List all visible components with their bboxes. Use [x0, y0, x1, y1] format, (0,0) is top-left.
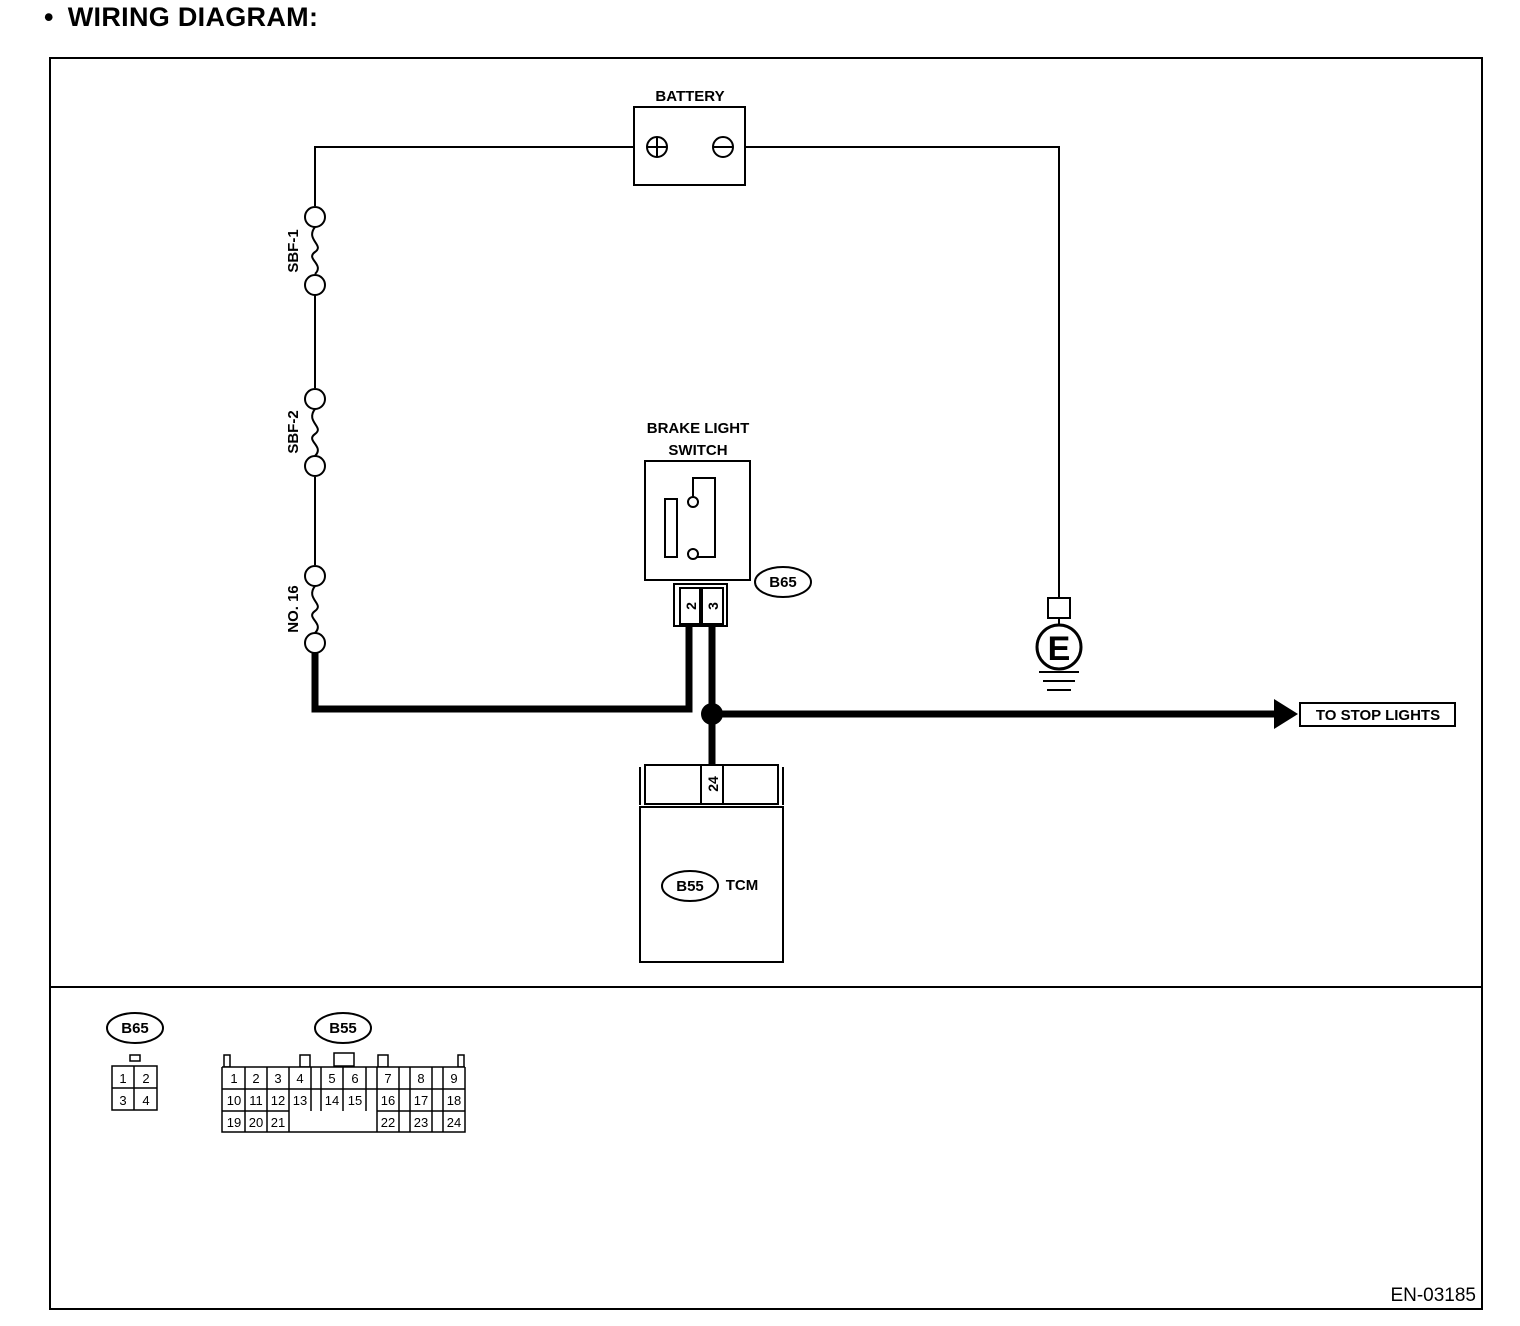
b55-pin-12: 12 — [271, 1093, 285, 1108]
b55-pin-5: 5 — [328, 1071, 335, 1086]
heading-bullet: • — [44, 2, 54, 32]
b55-pin-2: 2 — [252, 1071, 259, 1086]
b55-pin-21: 21 — [271, 1115, 285, 1130]
wire-fuse16-switch-pin2 — [311, 623, 693, 713]
face-view-b65-tag — [106, 1012, 164, 1044]
b65-pin-2: 2 — [142, 1071, 149, 1086]
fuse-label-sbf-2: SBF-2 — [285, 410, 302, 453]
wire-battery-positive — [314, 146, 634, 206]
tcm-pin-24: 24 — [705, 776, 721, 792]
fuse-label-sbf-1: SBF-1 — [285, 229, 302, 272]
b55-pin-10: 10 — [227, 1093, 241, 1108]
b55-pin-7: 7 — [384, 1071, 391, 1086]
wire-battery-negative — [745, 146, 1060, 598]
face-view-b55-tag — [314, 1012, 372, 1044]
face-view-b65 — [111, 1054, 158, 1111]
b65-pin-4: 4 — [142, 1093, 149, 1108]
face-view-b65-name: B65 — [121, 1020, 149, 1037]
brake-light-switch — [644, 460, 751, 581]
b55-pin-6: 6 — [351, 1071, 358, 1086]
b55-pin-22: 22 — [381, 1115, 395, 1130]
b55-pin-3: 3 — [274, 1071, 281, 1086]
junction-dot — [701, 703, 723, 725]
brake-switch-label-line1: BRAKE LIGHT — [647, 420, 750, 437]
diagram-heading: • WIRING DIAGRAM: — [44, 2, 318, 33]
figure-code: EN-03185 — [1390, 1285, 1476, 1306]
b55-pin-19: 19 — [227, 1115, 241, 1130]
b55-pin-15: 15 — [348, 1093, 362, 1108]
b55-pin-9: 9 — [450, 1071, 457, 1086]
tcm-pin-24-cell — [700, 764, 724, 805]
switch-plunger — [664, 498, 678, 558]
fuse-no-16 — [304, 565, 326, 654]
b55-pin-8: 8 — [417, 1071, 424, 1086]
connector-tag-b65-label: B65 — [769, 574, 797, 591]
arrow-to-stop-lights — [1274, 699, 1298, 729]
b55-pin-1: 1 — [230, 1071, 237, 1086]
b65-pin-1: 1 — [119, 1071, 126, 1086]
battery-label: BATTERY — [655, 88, 724, 105]
switch-pin-3: 3 — [705, 602, 721, 610]
b55-pin-23: 23 — [414, 1115, 428, 1130]
b55-pin-20: 20 — [249, 1115, 263, 1130]
b55-pin-11: 11 — [249, 1093, 263, 1108]
b55-pin-24: 24 — [447, 1115, 461, 1130]
switch-pin-2: 2 — [683, 602, 699, 610]
brake-switch-label-line2: SWITCH — [668, 442, 727, 459]
diagram-frame — [49, 57, 1483, 1310]
b55-pin-14: 14 — [325, 1093, 339, 1108]
switch-contact — [692, 477, 716, 558]
connector-tag-b55-label: B55 — [676, 878, 704, 895]
face-view-b55-name: B55 — [329, 1020, 357, 1037]
tcm-label: TCM — [726, 877, 759, 894]
b55-pin-13: 13 — [293, 1093, 307, 1108]
fuse-sbf-1 — [304, 206, 326, 296]
fuse-label-no-16: NO. 16 — [285, 585, 302, 633]
battery-symbol — [633, 106, 746, 186]
b65-pin-3: 3 — [119, 1093, 126, 1108]
b55-pin-18: 18 — [447, 1093, 461, 1108]
tcm-module — [639, 764, 784, 963]
to-stop-lights-label: TO STOP LIGHTS — [1316, 707, 1440, 724]
b55-pin-17: 17 — [414, 1093, 428, 1108]
switch-connector-pins — [673, 583, 728, 627]
to-stop-lights-box — [1299, 702, 1456, 727]
b55-pin-16: 16 — [381, 1093, 395, 1108]
fuse-sbf-2 — [304, 388, 326, 477]
connector-tag-b55 — [661, 870, 719, 902]
face-view-b55 — [221, 1052, 466, 1133]
heading-title: WIRING DIAGRAM: — [67, 2, 319, 32]
connector-tag-b65 — [754, 566, 812, 598]
b55-pin-4: 4 — [296, 1071, 303, 1086]
ground-letter: E — [1048, 630, 1071, 668]
ground-symbol — [1035, 597, 1083, 691]
